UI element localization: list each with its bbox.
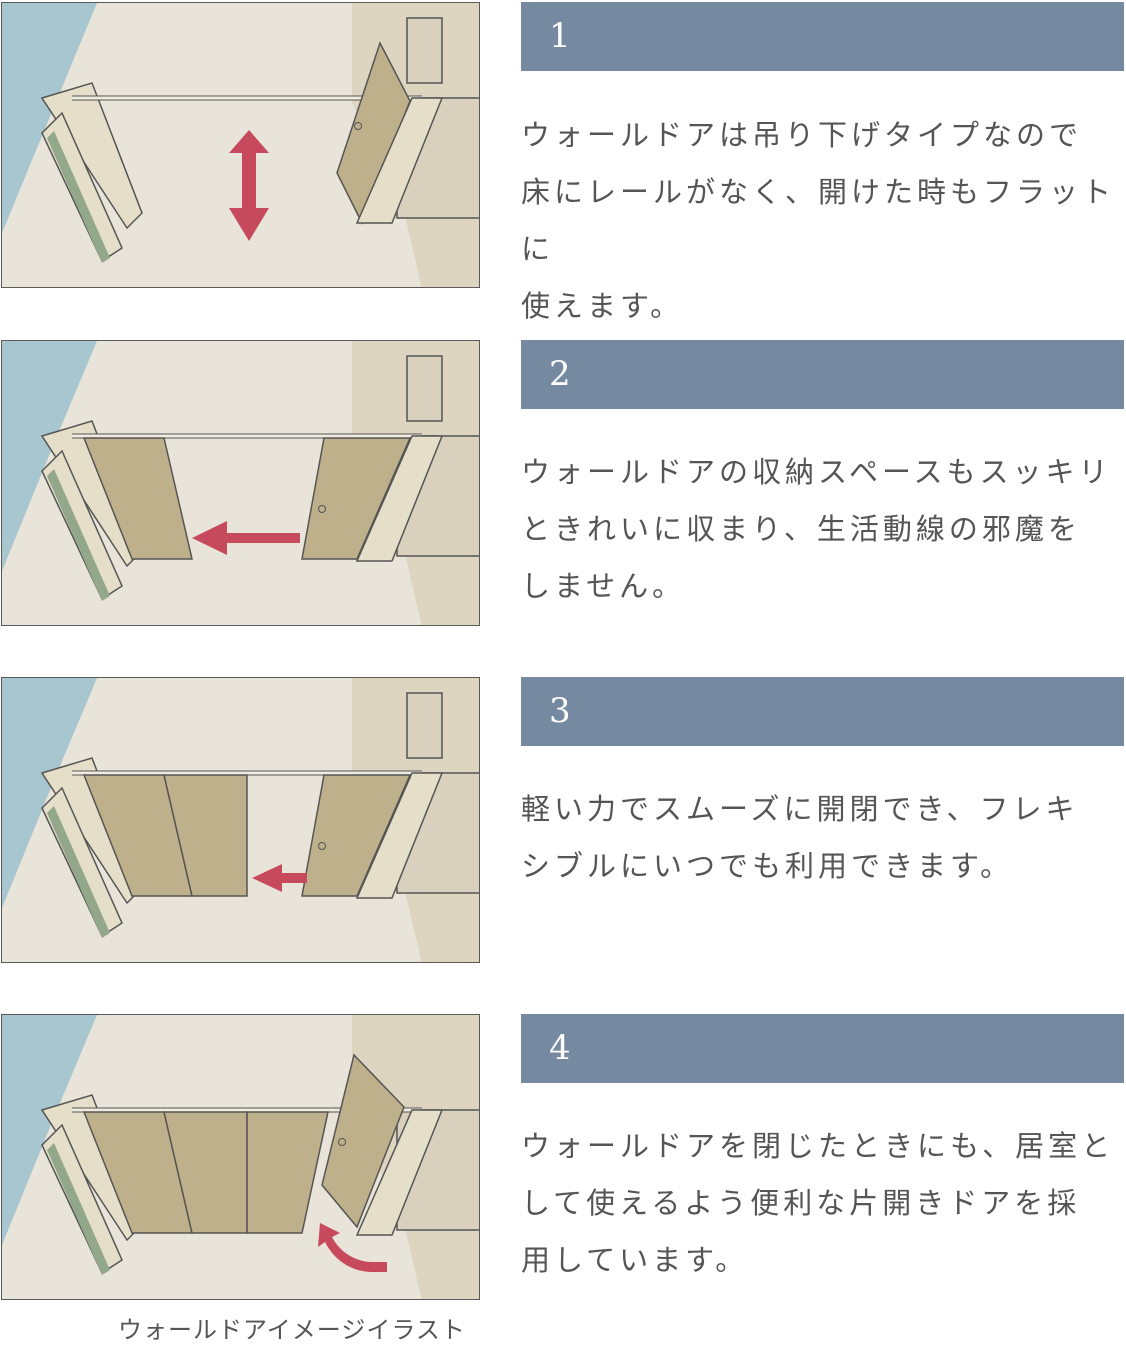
illustration-3 <box>1 677 480 963</box>
step-number-2: 2 <box>549 354 571 394</box>
curved-arrow <box>318 1223 387 1272</box>
illustration-caption: ウォールドアイメージイラスト <box>118 1316 466 1344</box>
up-down-arrow <box>229 130 269 241</box>
left-arrow <box>192 521 300 555</box>
step-description-2: ウォールドアの収納スペースもスッキリ ときれいに収まり、生活動線の邪魔を しませ… <box>521 455 1112 603</box>
step-description-4: ウォールドアを閉じたときにも、居室と して使えるよう便利な片開きドアを採 用して… <box>521 1129 1115 1277</box>
step-description-3: 軽い力でスムーズに開閉でき、フレキ シブルにいつでも利用できます。 <box>521 792 1079 883</box>
step-number-4: 4 <box>549 1028 571 1068</box>
illustration-2 <box>1 340 480 626</box>
left-arrow <box>252 864 307 892</box>
illustration-1 <box>1 2 480 288</box>
illustration-4 <box>1 1014 480 1300</box>
step-number-bar-3: 3 <box>521 677 1124 746</box>
step-number-1: 1 <box>549 16 571 56</box>
step-number-bar-1: 1 <box>521 2 1124 71</box>
step-number-3: 3 <box>549 691 571 731</box>
step-description-1: ウォールドアは吊り下げタイプなので 床にレールがなく、開けた時もフラットに 使え… <box>521 118 1116 323</box>
step-number-bar-2: 2 <box>521 340 1124 409</box>
step-number-bar-4: 4 <box>521 1014 1124 1083</box>
